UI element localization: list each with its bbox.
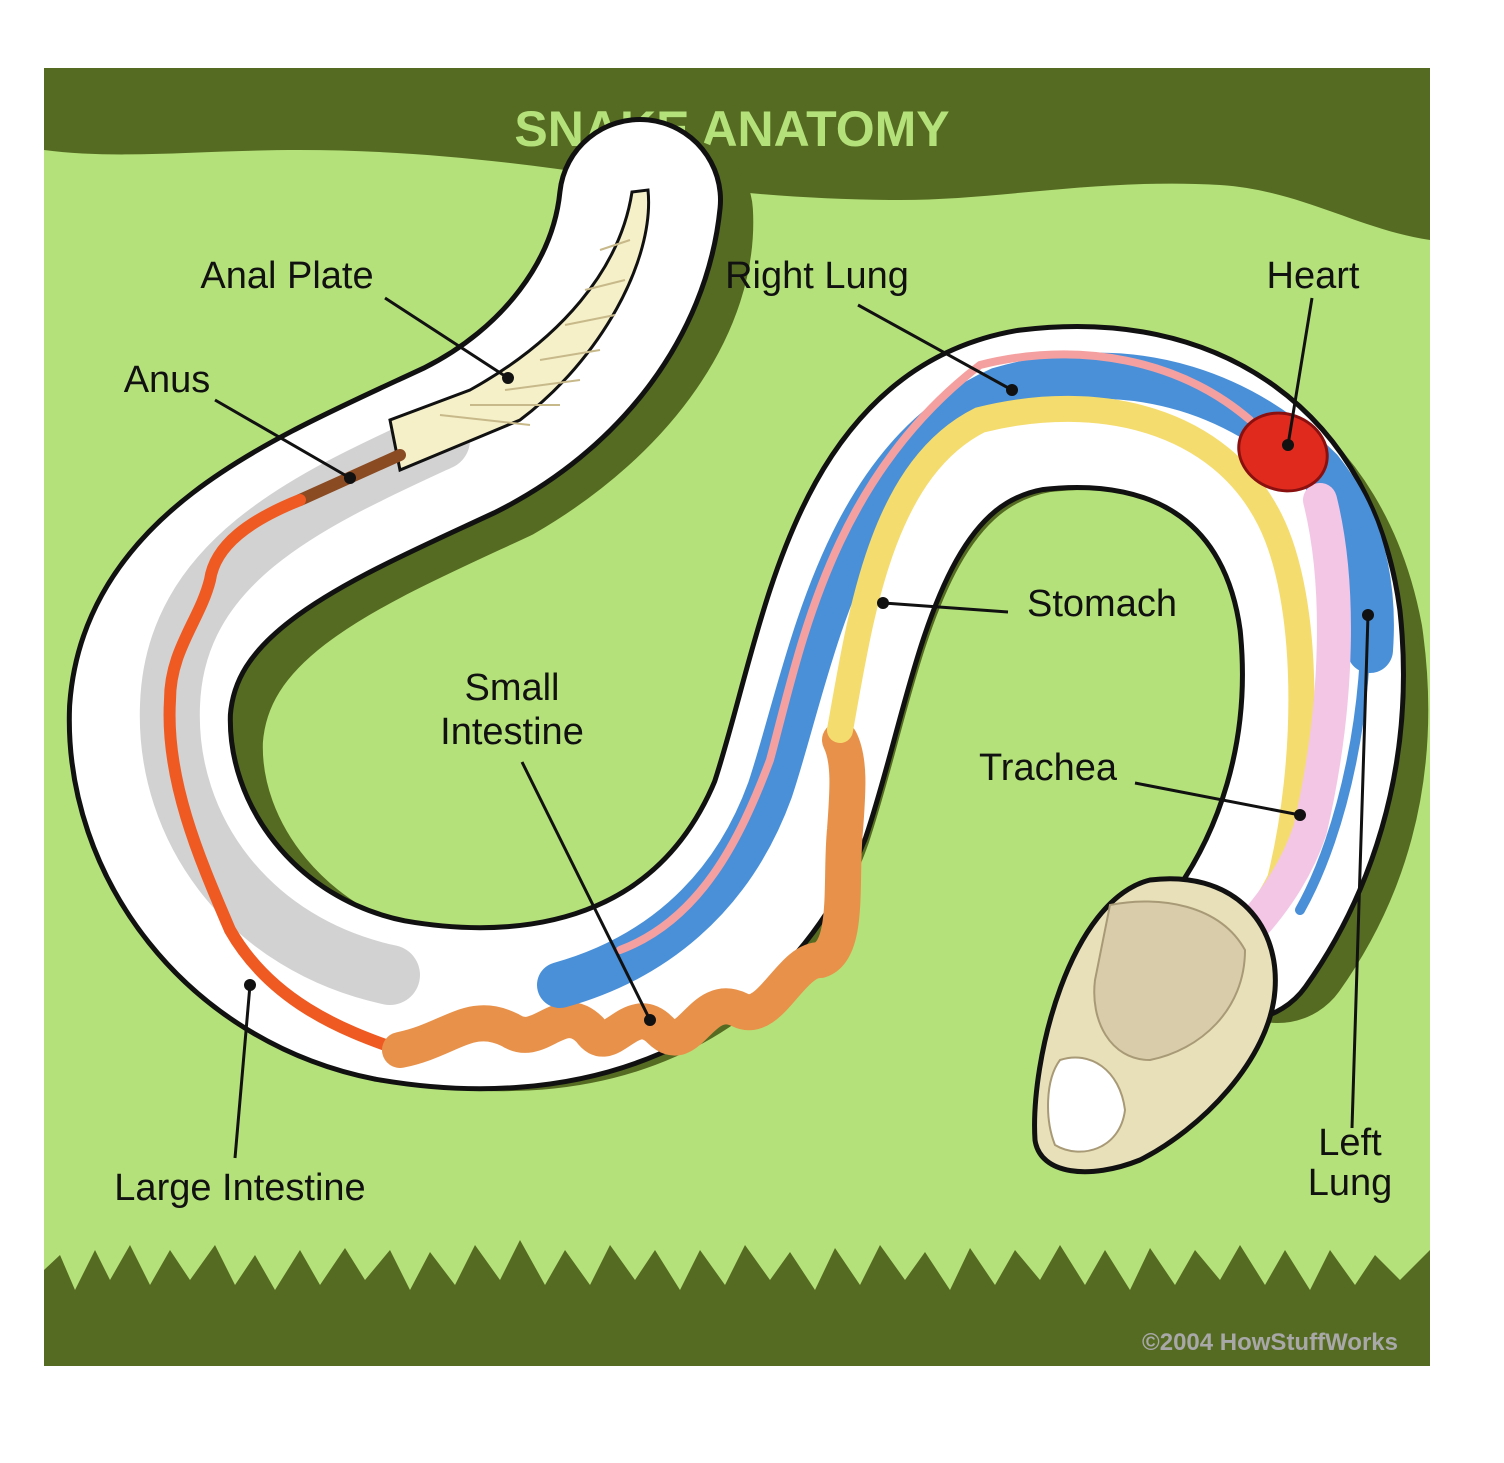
label-small-intestine-line1: Small (464, 667, 559, 709)
dot-anal-plate (502, 372, 514, 384)
leader-anus (214, 398, 351, 480)
tail-scales (388, 188, 651, 473)
heart-organ (1237, 411, 1329, 493)
leader-trachea (1134, 781, 1301, 817)
leader-heart (1286, 297, 1314, 446)
dot-trachea (1294, 809, 1306, 821)
labels: Anal Plate Anus Right Lung Heart Stomach… (114, 255, 1392, 1209)
leader-small-intestine (520, 761, 652, 1021)
dot-anus (344, 472, 356, 484)
leader-anal-plate (384, 296, 509, 380)
label-right-lung: Right Lung (725, 255, 909, 297)
tail-scale-lines (439, 239, 631, 426)
leader-stomach (882, 601, 1009, 614)
dot-large-intestine (244, 979, 256, 991)
leader-left-lung (1350, 614, 1370, 1129)
label-left-lung-line2: Lung (1308, 1162, 1393, 1204)
label-large-intestine: Large Intestine (114, 1167, 365, 1209)
label-left-lung-line1: Left (1318, 1122, 1382, 1164)
large-intestine-organ (163, 494, 406, 1056)
leader-large-intestine (233, 984, 252, 1159)
label-small-intestine-line2: Intestine (440, 711, 584, 753)
right-lung-organ (537, 352, 1394, 1008)
grass-band (44, 1240, 1430, 1366)
small-intestine-organ (382, 722, 866, 1068)
leader-lines (214, 296, 1370, 1159)
dot-right-lung (1006, 384, 1018, 396)
vessel-organ (616, 350, 1254, 954)
leader-right-lung (857, 303, 1013, 392)
label-anal-plate: Anal Plate (200, 255, 373, 297)
label-heart: Heart (1267, 255, 1360, 297)
dot-stomach (877, 597, 889, 609)
copyright-notice: ©2004 HowStuffWorks (1142, 1329, 1398, 1356)
head-snout-plates (1047, 1056, 1127, 1153)
label-anus: Anus (124, 359, 211, 401)
left-lung-organ (1295, 595, 1371, 915)
dot-small-intestine (644, 1014, 656, 1026)
label-trachea: Trachea (979, 747, 1118, 789)
dot-heart (1282, 439, 1294, 451)
leader-dots (244, 372, 1374, 1026)
snake-body (66, 117, 1429, 1175)
top-band (44, 68, 1430, 240)
dot-left-lung (1362, 609, 1374, 621)
label-stomach: Stomach (1027, 583, 1177, 625)
head-plates (1093, 900, 1247, 1062)
